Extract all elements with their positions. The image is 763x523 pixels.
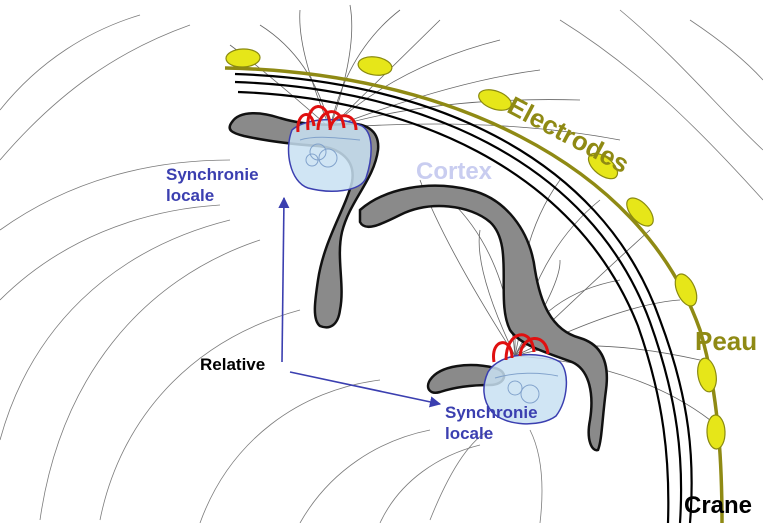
relative-arrows (282, 198, 440, 404)
relative-label: Relative (200, 356, 265, 373)
field-arc (0, 205, 220, 300)
field-arc (690, 20, 763, 80)
field-arc (200, 380, 380, 523)
sync-bottom-label: Synchronie locale (445, 402, 538, 444)
field-arc (300, 430, 430, 523)
peau-label: Peau (695, 328, 757, 354)
sync-bottom-line1: Synchronie (445, 402, 538, 423)
field-arc (0, 25, 190, 160)
field-arc (100, 310, 300, 520)
field-arc (380, 445, 480, 523)
crane-label: Crane (684, 494, 752, 518)
sync-bottom-line2: locale (445, 423, 538, 444)
field-arc (40, 240, 260, 520)
sync-top-label: Synchronie locale (166, 164, 259, 206)
sync-top-line1: Synchronie (166, 164, 259, 185)
source-blob-top (289, 120, 372, 192)
field-arc (0, 220, 230, 440)
source-top (289, 106, 372, 191)
sync-top-line2: locale (166, 185, 259, 206)
blue-arrow-icon (282, 198, 284, 362)
electrode-pad-icon (706, 415, 725, 450)
electrode-pad-icon (695, 357, 719, 394)
electrode-pad-icon (357, 55, 393, 78)
electrode-row (226, 48, 726, 449)
field-arc (0, 15, 140, 110)
cortex-label: Cortex (416, 160, 492, 184)
field-arc (620, 10, 763, 150)
